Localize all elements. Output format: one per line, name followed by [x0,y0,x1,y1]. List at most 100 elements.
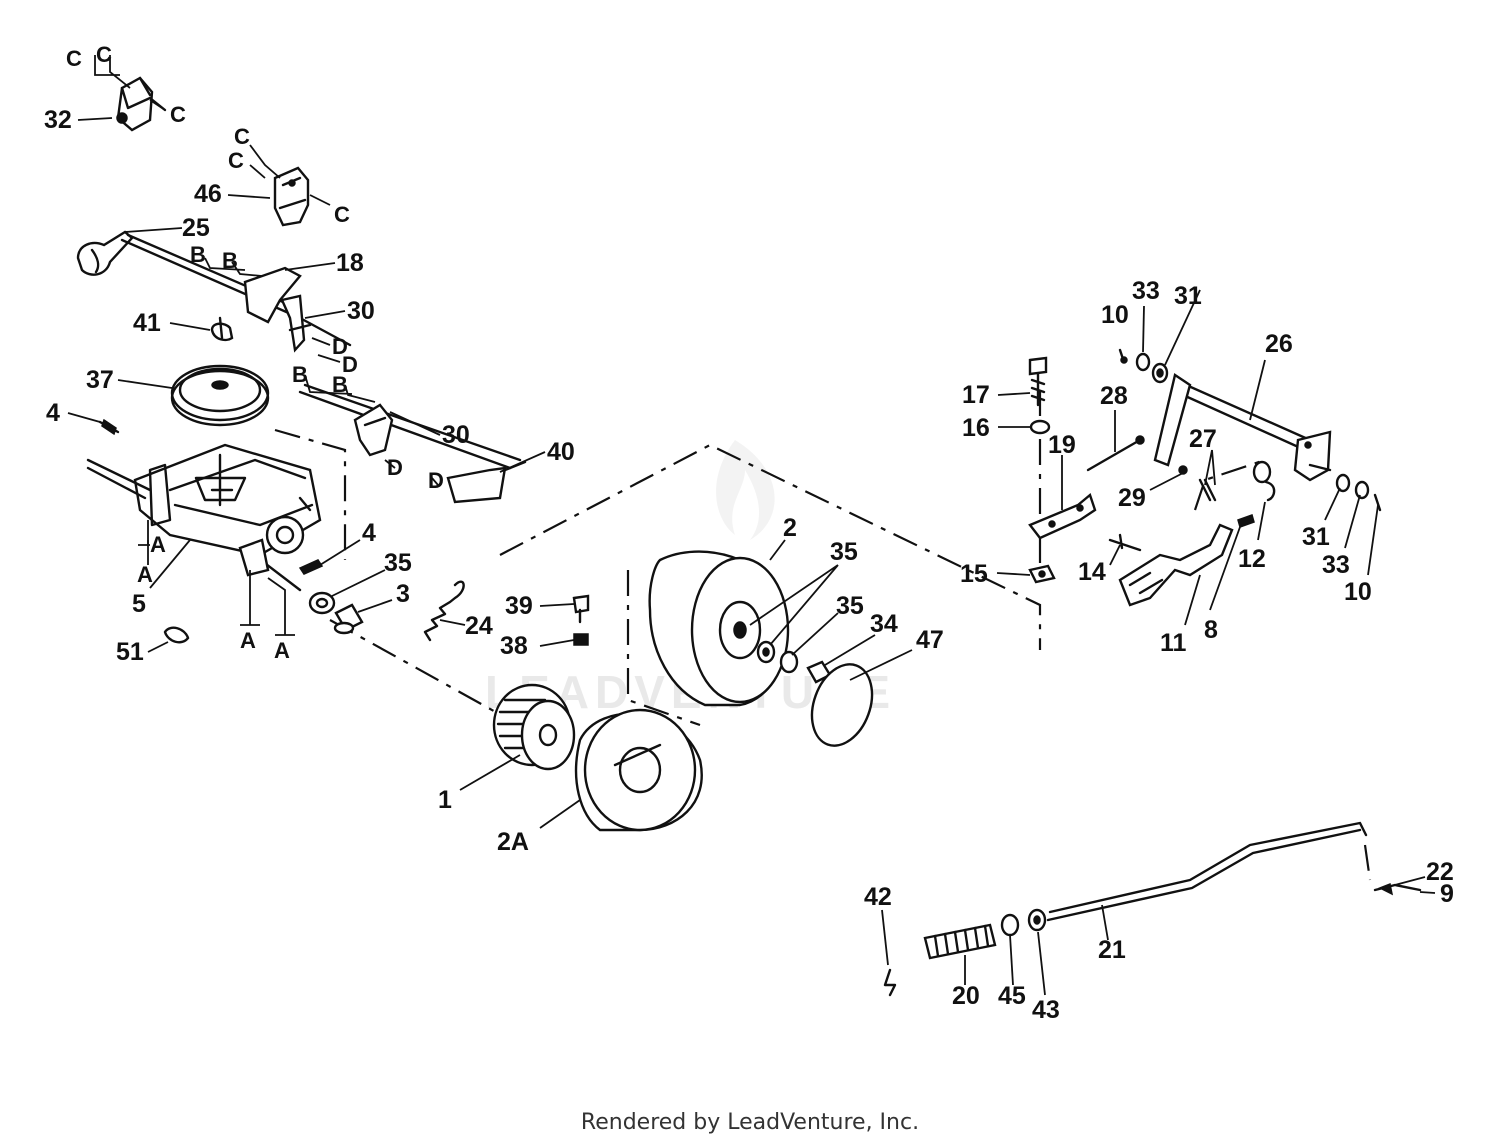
assembly-line-dash [329,619,511,721]
assembly-line-dash [499,443,1042,650]
bracket-30-lower [353,403,394,457]
callout-32: 32 [44,106,72,134]
wheel-2 [648,550,790,707]
callout-15: 15 [960,560,988,588]
callout-20: 20 [952,982,980,1010]
callout-47: 47 [916,626,944,654]
pin-10-right [1373,493,1382,512]
callout-12: 12 [1238,545,1266,573]
callout-38: 38 [500,632,528,660]
spring-27 [1198,478,1217,502]
spring-24 [423,580,465,642]
wheel-2A [574,708,703,832]
ref-letter: B [292,362,308,387]
ref-letter: B [190,242,206,267]
callout-2A: 2A [497,828,529,856]
callout-40: 40 [547,438,575,466]
callout-42: 42 [864,883,892,911]
key-41 [210,316,234,342]
callout-25: 25 [182,214,210,242]
ref-letter: A [137,562,153,587]
ref-letter: D [387,455,403,480]
callout-24: 24 [465,612,493,640]
callout-30-lower: 30 [442,421,470,449]
callout-27: 27 [1189,425,1217,453]
leader-lines [67,117,1436,996]
callout-33-right: 33 [1322,551,1350,579]
pulley-37 [170,364,270,427]
callout-35-mid: 35 [830,538,858,566]
callout-18: 18 [336,249,364,277]
washer-35-left [308,591,336,615]
ref-letter: A [274,638,290,663]
ref-letter: A [150,532,166,557]
callout-3: 3 [396,580,410,608]
clip-8 [1237,514,1255,528]
callout-26: 26 [1265,330,1293,358]
spacer-3 [333,603,364,635]
ref-letter: D [342,352,358,377]
washer-33-left [1135,352,1151,372]
rod-28-end [1135,435,1145,445]
callout-31-left: 31 [1174,282,1202,310]
callout-29: 29 [1118,484,1146,512]
callout-21: 21 [1098,936,1126,964]
nut-38 [573,633,589,646]
key-51 [163,626,190,644]
callout-11: 11 [1160,629,1187,657]
callout-17: 17 [962,381,990,409]
callout-16: 16 [962,414,990,442]
callout-10-left: 10 [1101,301,1129,329]
callout-35-right: 35 [836,592,864,620]
bracket-18 [243,266,302,324]
callout-28: 28 [1100,382,1128,410]
washer-45 [1000,913,1020,937]
ref-letter: C [96,42,112,67]
callout-10-right: 10 [1344,578,1372,606]
bolt-17 [1028,356,1048,407]
watermark-flame-icon [716,440,775,540]
ref-letter: C [66,46,82,71]
bolt-39 [572,594,590,624]
nut-43 [1027,908,1047,932]
reference-ticks [94,55,439,636]
callout-37: 37 [86,366,114,394]
callout-45: 45 [998,982,1026,1010]
assembly-line-dash [1193,458,1266,511]
transaxle-5 [86,443,322,592]
ref-letter: C [228,148,244,173]
pin-10-left [1118,348,1128,364]
callout-39: 39 [505,592,533,620]
washer-35-right-b [779,650,799,674]
pedal-11 [1118,523,1234,607]
callout-31-right: 31 [1302,523,1330,551]
washer-35-right-a [756,640,776,664]
pulley-1 [492,683,576,771]
callout-2: 2 [783,514,797,542]
plate-19 [1028,492,1097,540]
washer-31-left [1151,362,1169,384]
footer-credit: Rendered by LeadVenture, Inc. [580,1110,920,1135]
washer-33-right [1354,480,1370,500]
clip-22 [1373,882,1422,896]
washer-15 [1028,564,1056,584]
callout-43: 43 [1032,996,1060,1024]
rod-21 [1046,821,1368,922]
callout-30-upper: 30 [347,297,375,325]
ref-letter: B [332,372,348,397]
ref-letter: C [334,202,350,227]
pin-14 [1108,533,1142,552]
bracket-32 [116,76,167,132]
ref-letter: D [332,334,348,359]
washer-31-right [1335,473,1351,493]
pin-4-lower [298,559,324,575]
washer-16 [1029,419,1051,435]
reference-letters: C C C C C C B B D D B B D D A A A A [66,42,444,663]
ref-letter: C [234,124,250,149]
hook-12 [1252,460,1276,502]
callout-1: 1 [438,786,452,814]
callout-5: 5 [132,590,146,618]
assembly-line-dash [274,428,347,560]
bracket-30-upper [280,294,312,353]
ref-letter: A [240,628,256,653]
